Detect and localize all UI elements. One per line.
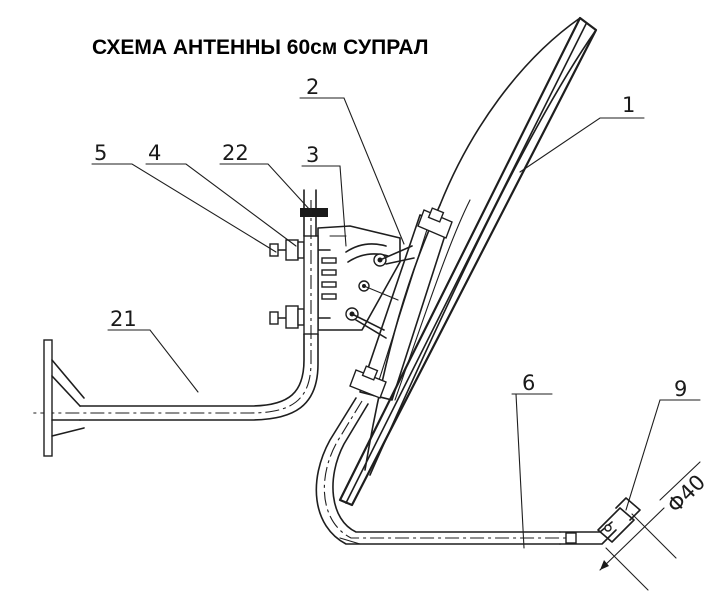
callout-21: 21: [110, 307, 137, 331]
callout-6: 6: [522, 371, 535, 395]
callout-3: 3: [306, 143, 319, 167]
callout-2: 2: [306, 75, 319, 99]
leader-lines: [91, 97, 701, 549]
dimension-diameter: Φ40: [663, 470, 711, 518]
callout-1: 1: [622, 93, 635, 117]
dish-mount-plate: [349, 207, 453, 401]
callout-22: 22: [222, 141, 249, 165]
callout-4: 4: [148, 141, 161, 165]
callout-5: 5: [94, 141, 107, 165]
feed-arm: [315, 397, 617, 545]
adjustment-bracket: [317, 225, 415, 339]
wall-bracket-arm: [30, 200, 319, 457]
diagram-title: СХЕМА АНТЕННЫ 60см СУПРАЛ: [92, 36, 429, 59]
callout-9: 9: [674, 377, 687, 401]
mast-top: [300, 189, 328, 237]
clamp-bolts: [269, 235, 331, 335]
lnb-holder: [597, 461, 701, 591]
